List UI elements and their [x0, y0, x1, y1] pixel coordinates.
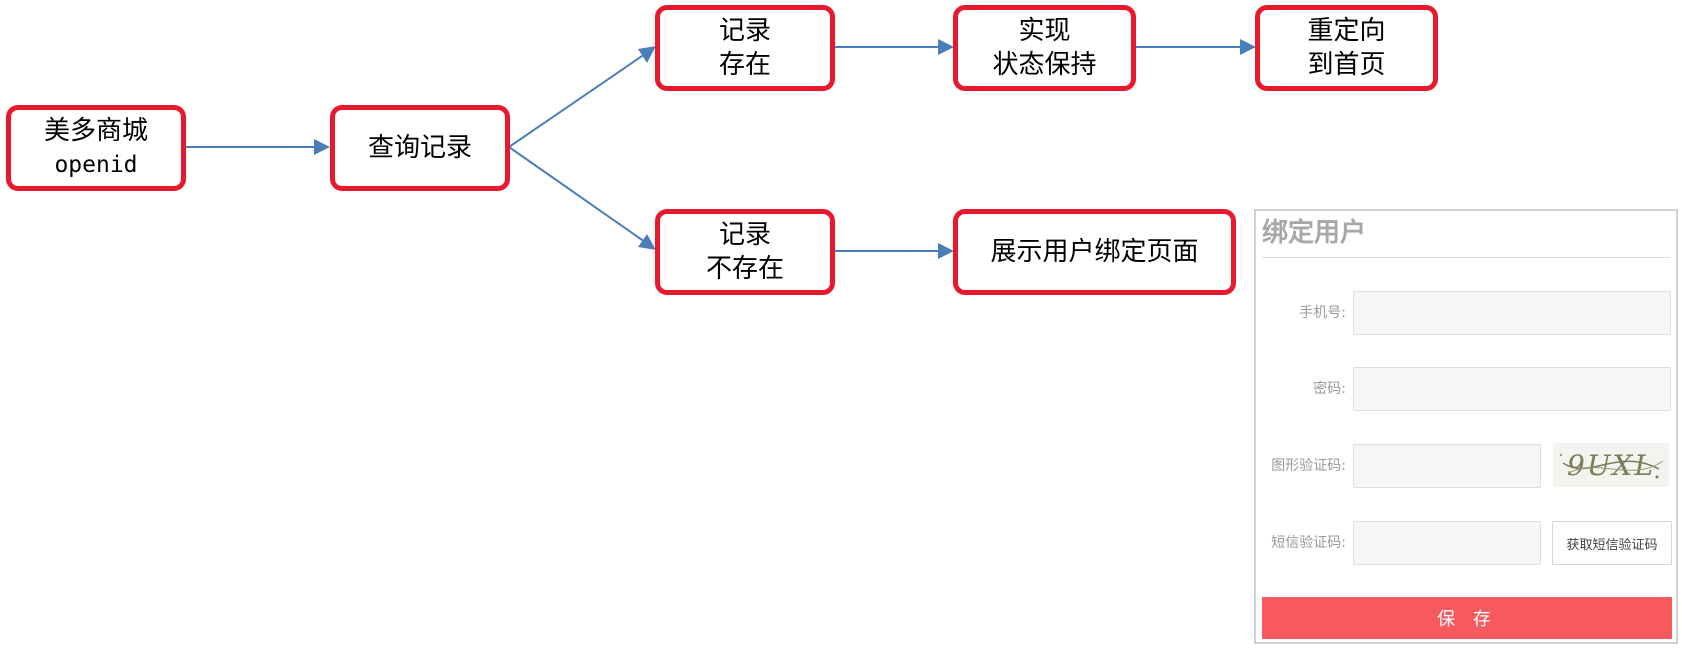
bind-form-title: 绑定用户	[1262, 218, 1367, 248]
bind-user-form: 绑定用户 手机号: 密码: 图形验证码: 9UXL 短信验证码: 获取短信验证码…	[1254, 209, 1678, 644]
bind-form-divider	[1262, 257, 1670, 258]
phone-input[interactable]	[1353, 291, 1671, 335]
edge-query-to-exists	[508, 46, 656, 148]
node-start-line-2: openid	[54, 152, 138, 178]
node-redirect: 重定向 到首页	[1255, 5, 1438, 91]
edge-exists-to-state	[833, 39, 954, 55]
node-exists-line-1: 记录	[718, 16, 771, 46]
edge-state-to-redirect	[1134, 39, 1256, 55]
node-start: 美多商城 openid	[6, 105, 186, 191]
node-query-line-1: 查询记录	[367, 133, 472, 163]
phone-label: 手机号:	[1299, 305, 1346, 321]
node-exists: 记录 存在	[655, 5, 835, 91]
node-not-exists-line-1: 记录	[718, 220, 771, 250]
edge-query-to-not-exists	[508, 146, 656, 250]
node-show-bind: 展示用户绑定页面	[953, 209, 1236, 295]
edge-start-to-query	[186, 139, 330, 155]
captcha-text: 9UXL	[1567, 449, 1655, 482]
sms-code-input[interactable]	[1353, 521, 1541, 565]
node-query: 查询记录	[330, 105, 510, 191]
node-state-line-1: 实现	[1018, 16, 1071, 46]
node-not-exists: 记录 不存在	[655, 209, 835, 295]
edge-not-exists-to-show-bind	[833, 243, 954, 259]
captcha-image[interactable]: 9UXL	[1553, 443, 1669, 487]
node-state: 实现 状态保持	[953, 5, 1136, 91]
sms-code-label: 短信验证码:	[1271, 535, 1346, 551]
get-sms-code-button[interactable]: 获取短信验证码	[1552, 521, 1672, 565]
node-show-bind-line-1: 展示用户绑定页面	[990, 237, 1199, 267]
node-state-line-2: 状态保持	[992, 50, 1097, 80]
password-label: 密码:	[1313, 381, 1346, 397]
image-code-input[interactable]	[1353, 444, 1541, 488]
image-code-label: 图形验证码:	[1271, 458, 1346, 474]
node-exists-line-2: 存在	[718, 50, 771, 80]
node-redirect-line-1: 重定向	[1307, 16, 1386, 46]
node-start-line-1: 美多商城	[43, 116, 148, 146]
password-input[interactable]	[1353, 367, 1671, 411]
save-button[interactable]: 保 存	[1262, 597, 1672, 639]
node-not-exists-line-2: 不存在	[705, 254, 784, 284]
node-redirect-line-2: 到首页	[1307, 50, 1386, 80]
